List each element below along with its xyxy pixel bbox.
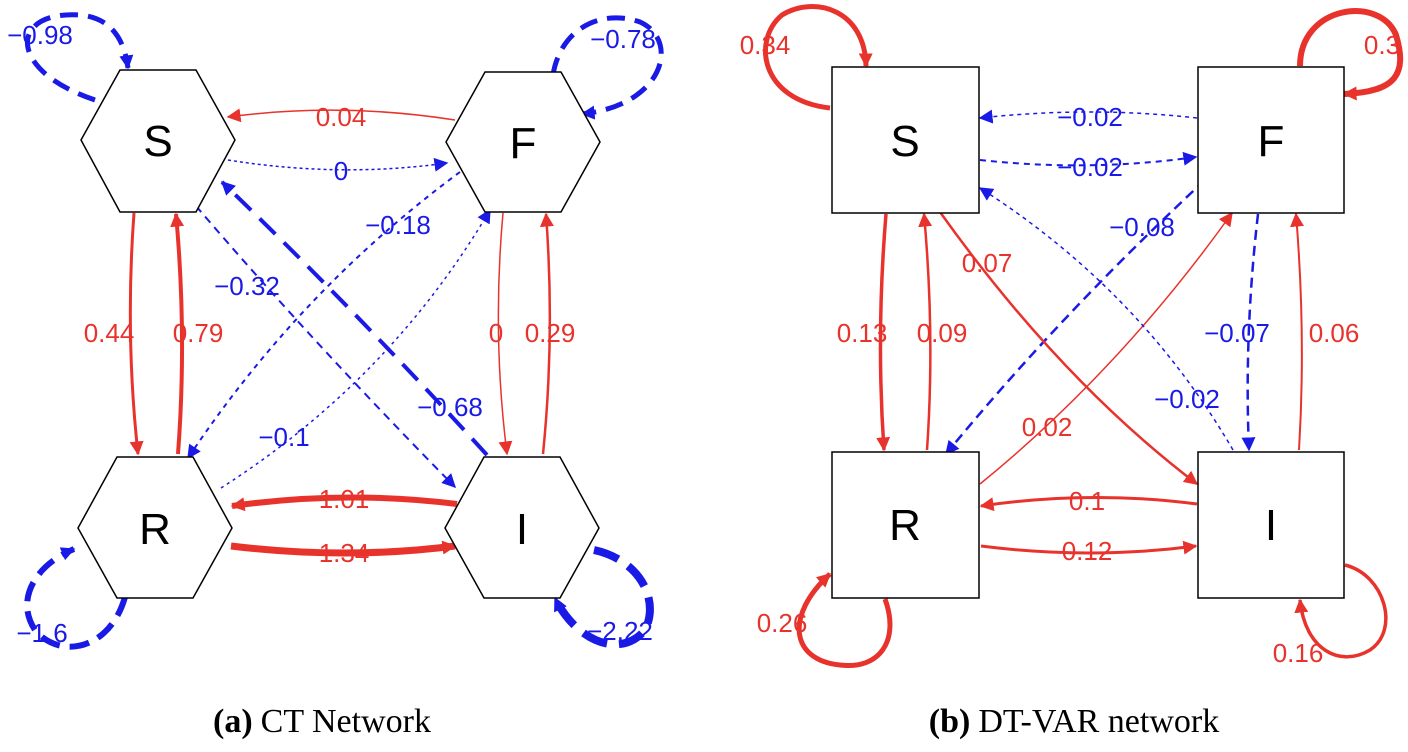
edge-a-s-r	[128, 212, 144, 456]
edge-label-b-f-s: −0.02	[1057, 102, 1123, 132]
node-b-r: R	[831, 451, 980, 599]
edge-a-r-i	[230, 540, 457, 557]
edge-b-r-s	[918, 212, 933, 451]
edge-label-a-r-r: −1.6	[16, 618, 67, 648]
edge-b-s-f	[979, 151, 1198, 167]
edge-b-i-s	[978, 187, 1234, 451]
edge-label-a-r-s: 0.79	[173, 318, 224, 348]
caption-a-tag: (a)	[213, 703, 253, 740]
edge-label-a-f-s: 0.04	[316, 102, 367, 132]
edge-label-b-i-s: −0.02	[1154, 384, 1220, 414]
edge-label-b-i-r: 0.1	[1069, 486, 1105, 516]
edge-a-r-f	[220, 208, 491, 489]
panel-a: S F R I −0.98 −0.78 −1.6 −2.22 0.04 0 0.…	[7, 12, 664, 740]
edge-label-a-f-i: 0	[489, 318, 503, 348]
node-b-s: S	[831, 66, 980, 214]
edge-a-r-r	[24, 546, 128, 650]
node-b-r-label: R	[889, 501, 921, 550]
edge-label-a-i-r: 1.01	[319, 484, 370, 514]
edge-label-b-s-f: −0.02	[1057, 152, 1123, 182]
edge-a-f-i	[497, 212, 513, 456]
edge-a-f-s	[226, 108, 456, 123]
edge-b-f-f	[1297, 8, 1403, 101]
edge-label-b-r-s: 0.09	[917, 318, 968, 348]
edge-label-a-i-i: −2.22	[587, 616, 653, 646]
edge-label-b-i-f: 0.06	[1309, 318, 1360, 348]
edge-label-b-r-f: 0.02	[1022, 412, 1073, 442]
edge-labels-b: 0.34 0.3 0.26 0.16 −0.02 −0.02 0.13 0.09…	[740, 30, 1400, 668]
node-a-r-label: R	[139, 505, 171, 554]
edge-a-i-f	[539, 212, 554, 455]
node-b-f: F	[1197, 66, 1345, 214]
panel-b: S F R I 0.34 0.3 0.26 0.16 −0.02 −0.02 0…	[740, 4, 1403, 740]
edge-b-r-i	[980, 540, 1198, 555]
edge-label-a-s-r: 0.44	[84, 318, 135, 348]
edge-b-r-f	[979, 211, 1233, 485]
node-b-f-label: F	[1258, 117, 1285, 166]
edge-label-a-s-f: 0	[334, 156, 348, 186]
node-a-f-label: F	[510, 119, 537, 168]
edge-label-b-f-i: −0.07	[1204, 318, 1270, 348]
node-b-s-label: S	[890, 117, 919, 166]
edge-label-b-s-r: 0.13	[837, 318, 888, 348]
edge-b-s-i	[938, 211, 1199, 485]
edge-label-b-i-i: 0.16	[1273, 638, 1324, 668]
edge-label-b-f-f: 0.3	[1364, 30, 1400, 60]
edge-b-r-r	[796, 572, 893, 669]
edge-a-f-r	[187, 171, 461, 460]
edge-label-b-s-s: 0.34	[740, 30, 791, 60]
caption-b-text: DT-VAR network	[978, 703, 1219, 740]
edge-a-i-r	[230, 494, 458, 512]
edge-b-s-s	[762, 4, 873, 111]
node-a-s: S	[80, 69, 236, 213]
edge-b-f-i	[1241, 213, 1260, 452]
node-a-f: F	[445, 71, 601, 213]
caption-a-text: CT Network	[261, 703, 431, 740]
caption-b-tag: (b)	[929, 703, 971, 740]
edge-a-f-f	[550, 15, 664, 120]
edge-label-a-f-r: −0.18	[365, 210, 431, 240]
node-a-i-label: I	[516, 505, 528, 554]
edge-a-r-s	[170, 212, 185, 455]
edge-a-i-s	[220, 180, 489, 457]
edge-label-a-i-f: 0.29	[525, 318, 576, 348]
edge-b-i-i	[1294, 563, 1388, 659]
edge-a-s-f	[227, 157, 449, 172]
edge-label-a-s-i: −0.32	[214, 271, 280, 301]
edge-b-i-f	[1290, 212, 1305, 451]
edge-b-f-s	[978, 109, 1198, 124]
edge-label-b-r-r: 0.26	[757, 608, 808, 638]
edge-labels-a: −0.98 −0.78 −1.6 −2.22 0.04 0 0.44 0.79 …	[7, 20, 656, 648]
edge-b-s-r	[876, 213, 891, 452]
node-b-i-label: I	[1265, 501, 1277, 550]
caption-a: (a)CT Network	[213, 703, 431, 740]
edge-label-a-s-s: −0.98	[7, 20, 73, 50]
edge-b-i-r	[979, 495, 1198, 512]
edge-a-s-i	[195, 205, 456, 488]
edge-label-a-i-s: −0.68	[417, 392, 483, 422]
node-a-r: R	[77, 456, 233, 599]
node-b-i: I	[1197, 451, 1345, 599]
node-a-s-label: S	[143, 117, 172, 166]
edge-label-b-f-r: −0.08	[1109, 212, 1175, 242]
edge-label-a-r-i: 1.34	[319, 538, 370, 568]
edge-b-f-r	[945, 179, 1206, 456]
node-a-i: I	[444, 456, 600, 599]
edge-label-a-r-f: −0.1	[258, 422, 309, 452]
edge-label-a-f-f: −0.78	[590, 24, 656, 54]
edge-a-s-s	[25, 12, 134, 103]
caption-b: (b)DT-VAR network	[929, 703, 1219, 740]
edge-label-b-s-i: 0.07	[962, 248, 1013, 278]
edge-a-i-i	[551, 546, 654, 649]
edge-label-b-r-i: 0.12	[1062, 536, 1113, 566]
